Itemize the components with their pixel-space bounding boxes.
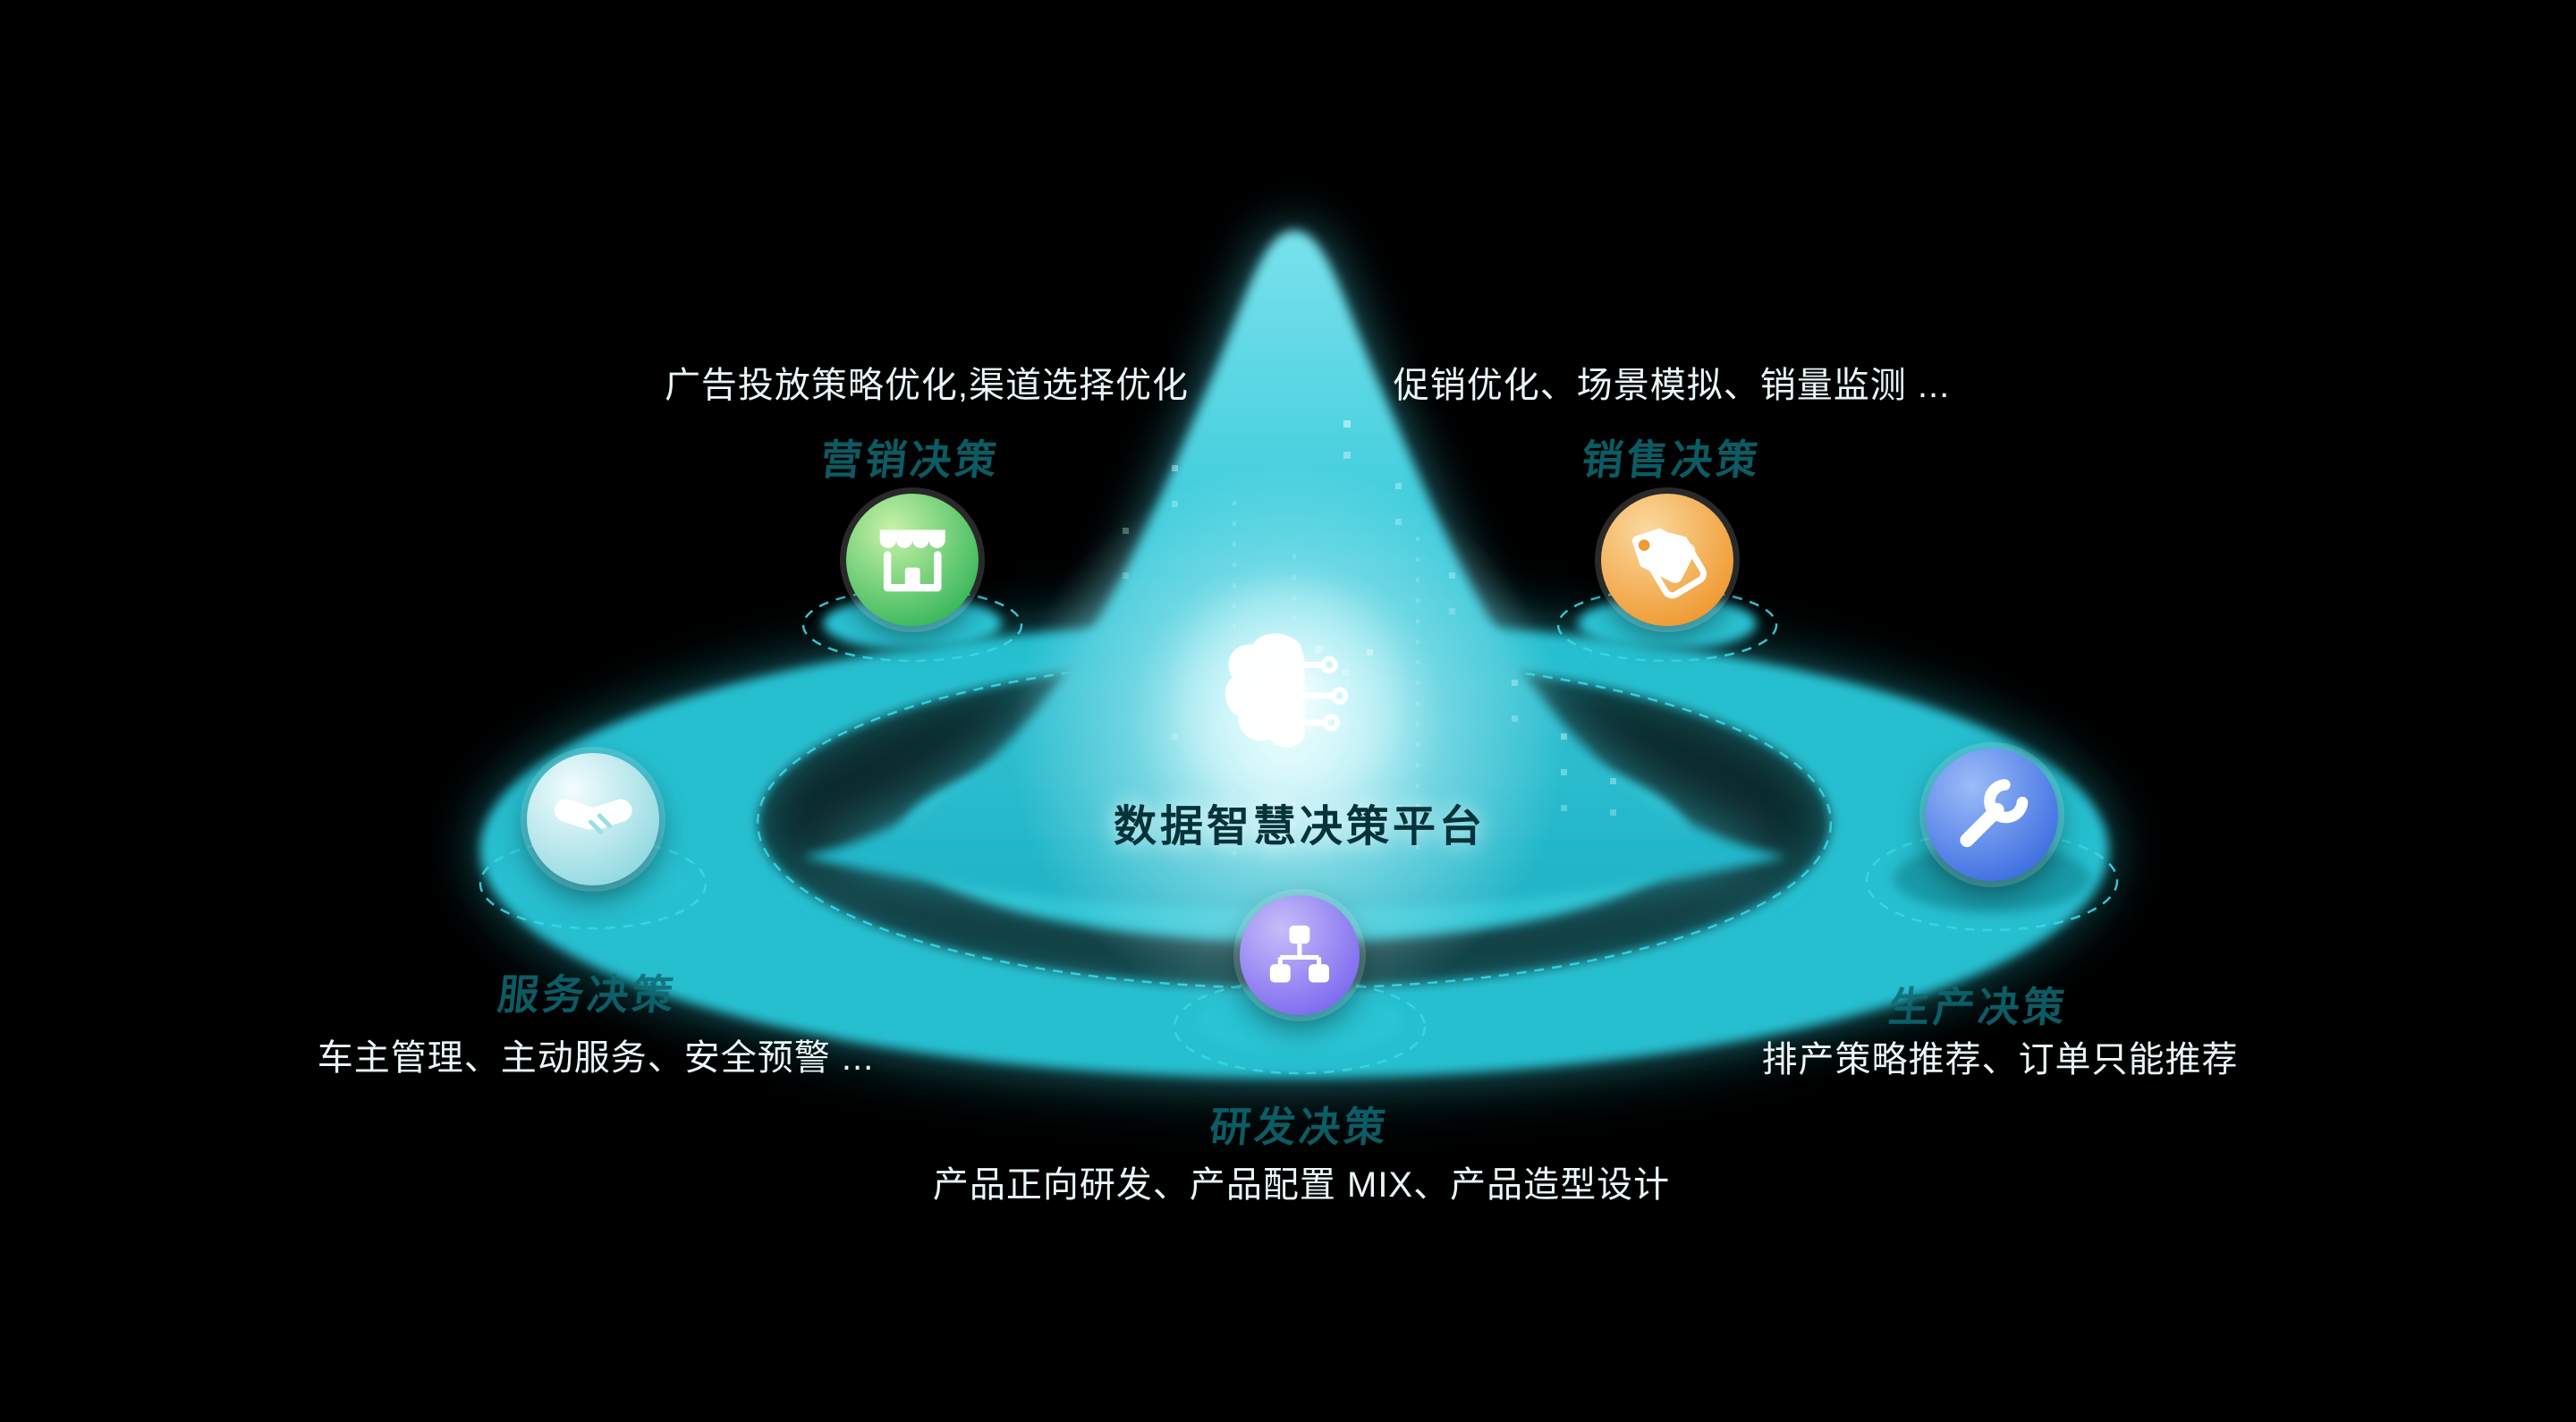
rnd-dashed-ellipse <box>1173 978 1427 1075</box>
marketing-category-label: 营销决策 <box>818 436 1003 483</box>
handshake-icon <box>554 799 632 834</box>
wrench-icon <box>1960 778 2029 847</box>
service-category-label: 服务决策 <box>495 971 680 1018</box>
rnd-description: 产品正向研发、产品配置 MIX、产品造型设计 <box>932 1165 1671 1205</box>
rnd-badge <box>1240 895 1360 1015</box>
marketing-description: 广告投放策略优化,渠道选择优化 <box>664 366 1190 405</box>
production-category-label: 生产决策 <box>1885 984 2071 1030</box>
service-badge <box>527 753 659 885</box>
brain-circuit-icon <box>1165 572 1411 819</box>
hierarchy-icon <box>1269 925 1330 983</box>
platform-title: 数据智慧决策平台 <box>1113 803 1487 851</box>
sales-category-label: 销售决策 <box>1579 436 1764 483</box>
production-description: 排产策略推荐、订单只能推荐 <box>1761 1040 2239 1079</box>
rnd-category-label: 研发决策 <box>1207 1104 1392 1150</box>
storefront-icon <box>879 529 945 592</box>
rnd-platform <box>1197 989 1402 1054</box>
marketing-badge <box>846 494 979 626</box>
sales-description: 促销优化、场景模拟、销量监测 ... <box>1393 366 1951 405</box>
ring-body <box>480 622 2108 1078</box>
production-badge <box>1926 749 2058 881</box>
service-description: 车主管理、主动服务、安全预警 ... <box>317 1038 875 1078</box>
sales-badge <box>1601 494 1733 626</box>
service-dashed-ellipse <box>479 837 708 930</box>
price-tags-icon <box>1631 528 1707 598</box>
